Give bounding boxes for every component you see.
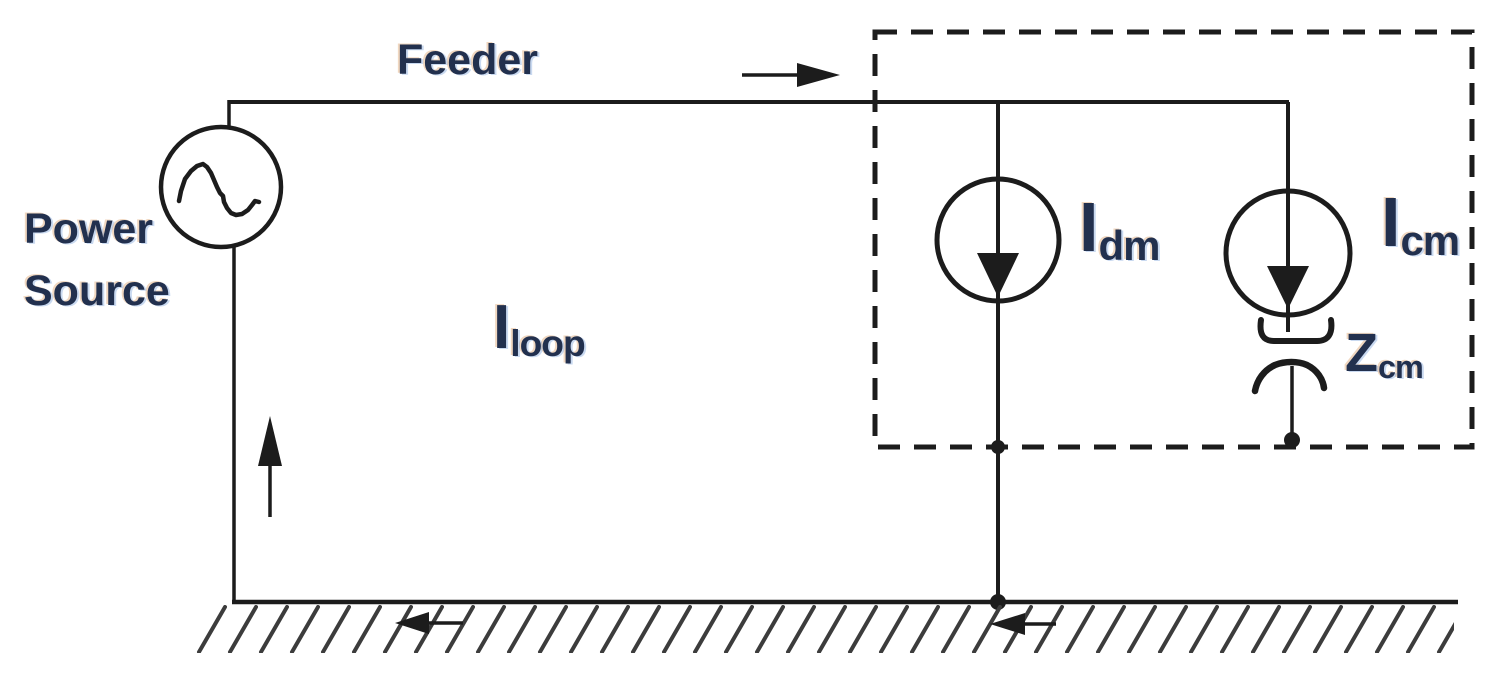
feeder-label: Feeder <box>397 36 539 84</box>
zcm-bottom-plate <box>1251 358 1328 395</box>
loop-current-label: Iloop <box>493 297 586 365</box>
dashed-enclosure-box <box>872 29 1475 450</box>
cm-current-subscript: cm <box>1400 217 1460 265</box>
arrow-up-icon <box>258 416 282 466</box>
power-source-label-line2: Source <box>24 267 170 315</box>
arrow-left-icon <box>395 612 429 634</box>
arrow-down-icon <box>977 253 1019 297</box>
loop-current-subscript: loop <box>510 322 585 365</box>
ground-plane <box>196 599 1458 653</box>
arrow-right-icon <box>797 63 840 87</box>
icm-branch <box>1223 102 1353 332</box>
cm-current-label: Icm <box>1381 187 1460 265</box>
dm-current-label: Idm <box>1079 192 1160 270</box>
cm-impedance-subscript: cm <box>1378 349 1424 386</box>
ground-current-arrow-right <box>990 613 1056 635</box>
arrow-left-icon <box>990 613 1025 635</box>
ground-plane-hatching-icon <box>196 605 1454 653</box>
loop-current-symbol: I <box>493 293 511 362</box>
cm-current-symbol: I <box>1381 183 1401 261</box>
idm-branch <box>934 102 1062 610</box>
power-source-label: Power Source <box>24 198 170 322</box>
ac-sine-wave-icon <box>176 161 262 218</box>
loop-current-arrow <box>258 416 282 517</box>
impedance-cm-icon <box>1251 317 1335 448</box>
ac-source-circle <box>158 124 284 250</box>
node-dot-enclosure <box>991 440 1005 454</box>
cm-impedance-symbol: Z <box>1345 323 1378 383</box>
arrow-down-icon <box>1267 266 1309 309</box>
dm-current-symbol: I <box>1079 188 1099 266</box>
zcm-top-plate <box>1257 317 1335 344</box>
current-source-cm-icon <box>1223 188 1353 318</box>
cm-impedance-label: Zcm <box>1345 323 1424 386</box>
ground-current-arrow-left <box>395 612 463 634</box>
ac-source-icon <box>158 124 284 250</box>
zcm-node-dot <box>1284 432 1300 448</box>
feeder-direction-arrow <box>742 63 840 87</box>
current-source-dm-icon <box>934 176 1062 304</box>
power-source-label-line1: Power <box>24 205 154 253</box>
dm-current-subscript: dm <box>1098 222 1160 270</box>
